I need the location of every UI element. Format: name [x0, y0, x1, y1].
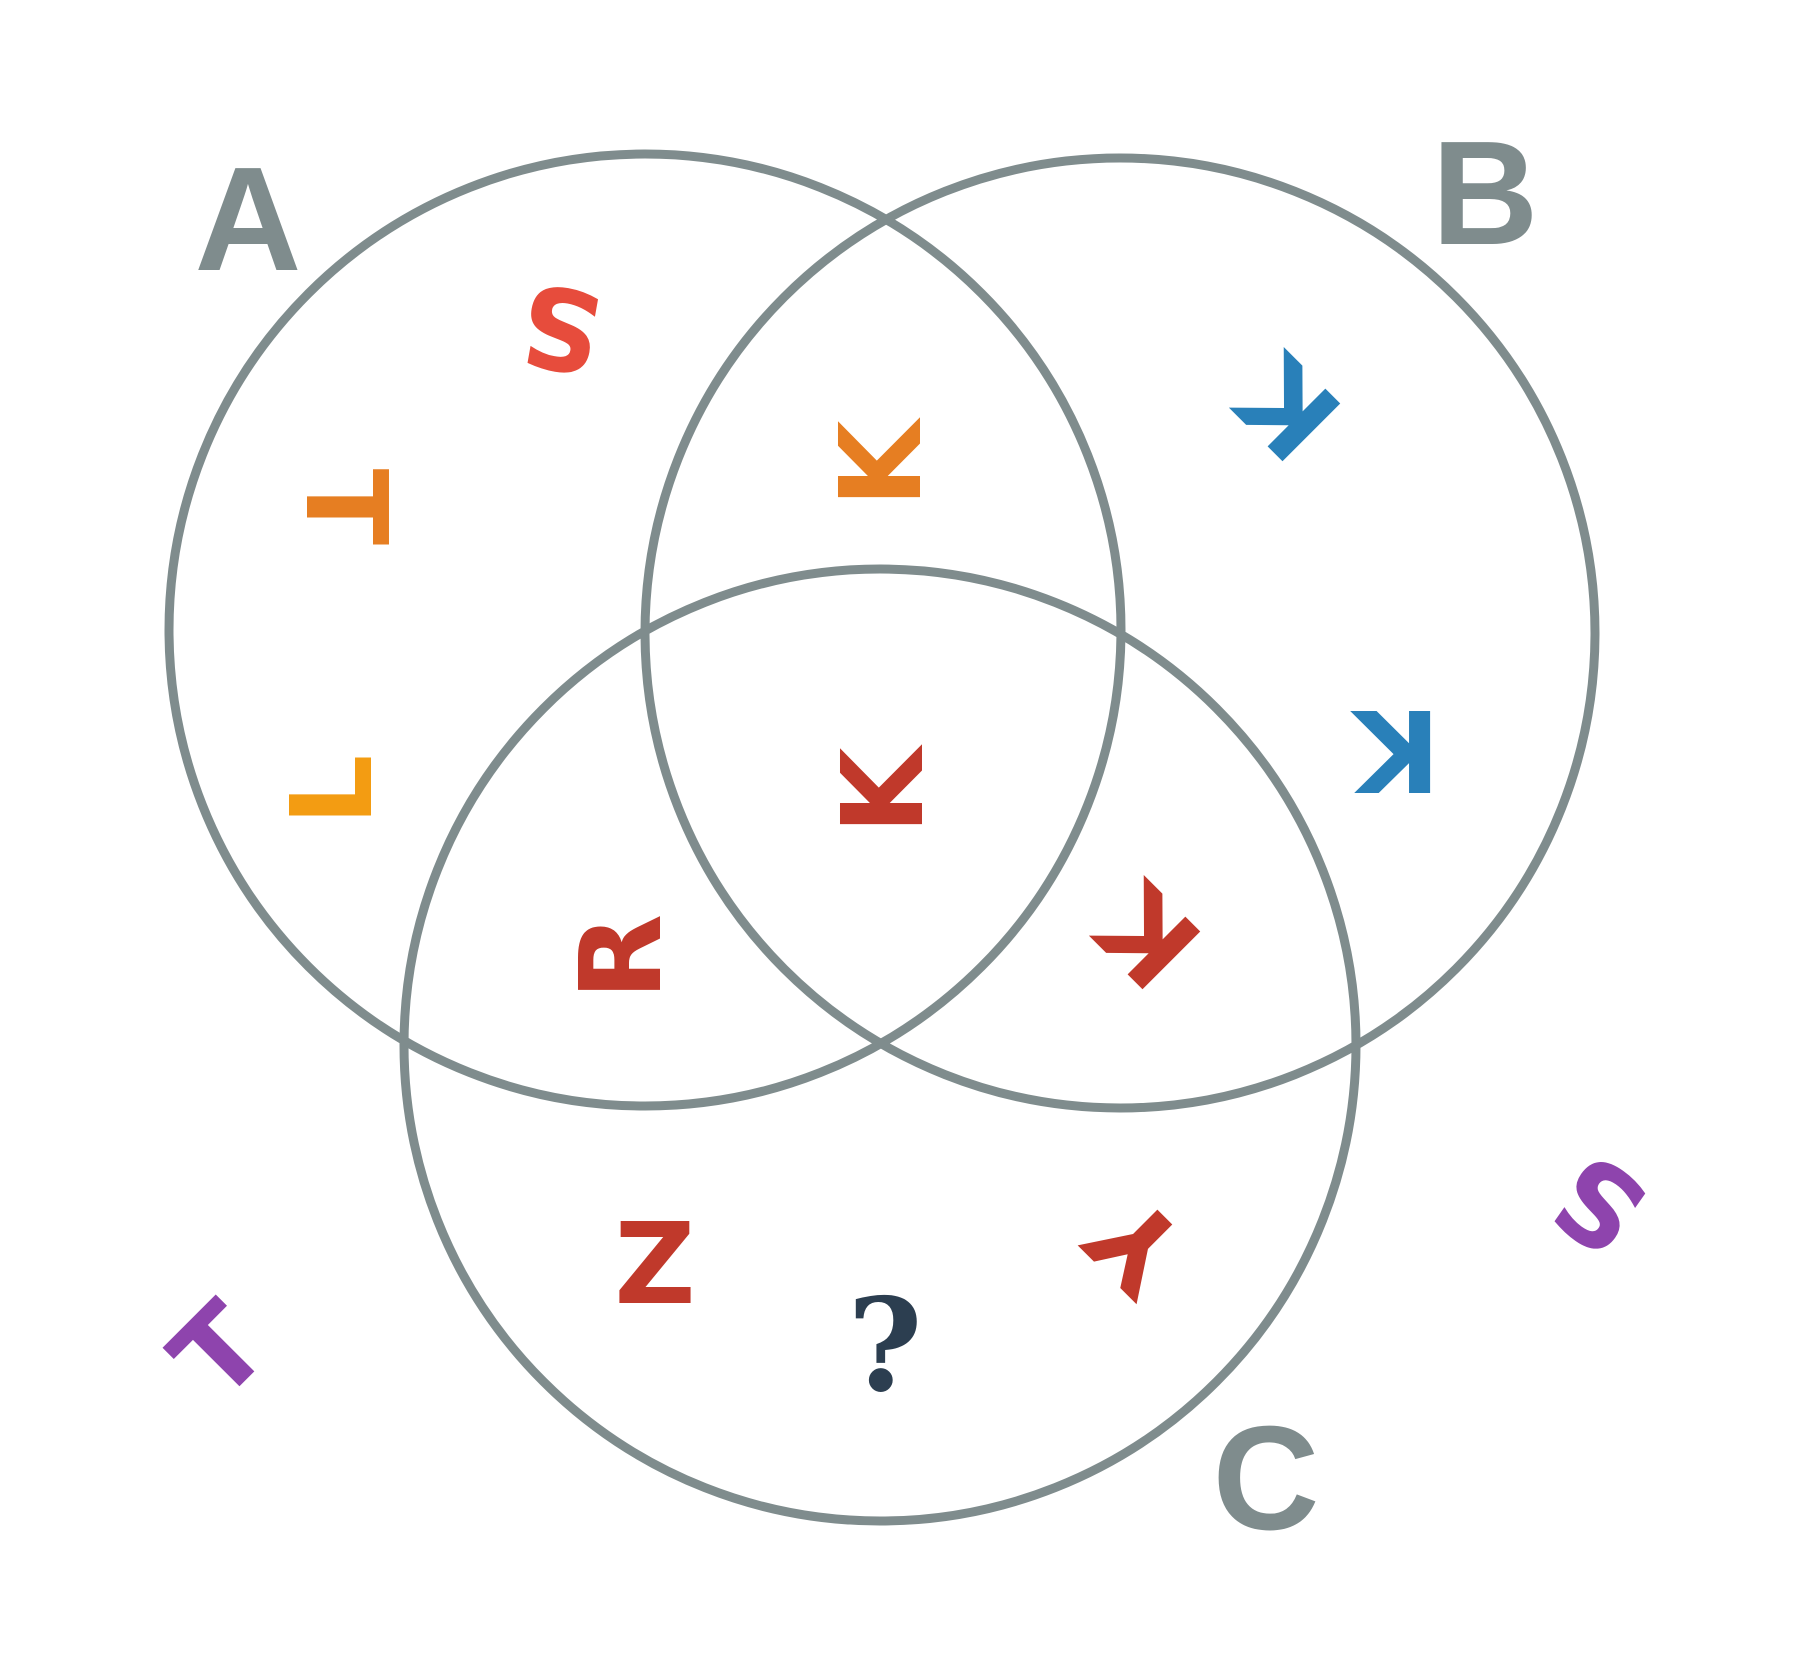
letter-s-outside: S — [1530, 1127, 1671, 1280]
letter-k-b-only-lower: K — [1349, 684, 1440, 814]
letter-r-ac: R — [557, 914, 687, 1000]
letter-l-a-only: L — [268, 754, 398, 825]
letter-s-a-only: S — [510, 256, 612, 398]
letter-k-b-only-upper: K — [1210, 327, 1366, 483]
letter-k-abc: K — [819, 743, 949, 834]
letter-z-c-only: Z — [614, 1200, 695, 1330]
letter-t-a-only: T — [280, 469, 410, 545]
letter-y-c-only: Y — [1062, 1168, 1214, 1320]
unknown-question-mark: ? — [848, 1271, 923, 1421]
letter-t-outside: T — [147, 1279, 293, 1425]
set-a-label: A — [195, 137, 302, 302]
set-c-label: C — [1213, 1396, 1320, 1561]
letter-k-bc: K — [1070, 855, 1226, 1011]
letter-k-ab: K — [817, 416, 947, 507]
set-c-circle — [399, 564, 1361, 1526]
set-b-label: B — [1432, 111, 1539, 276]
